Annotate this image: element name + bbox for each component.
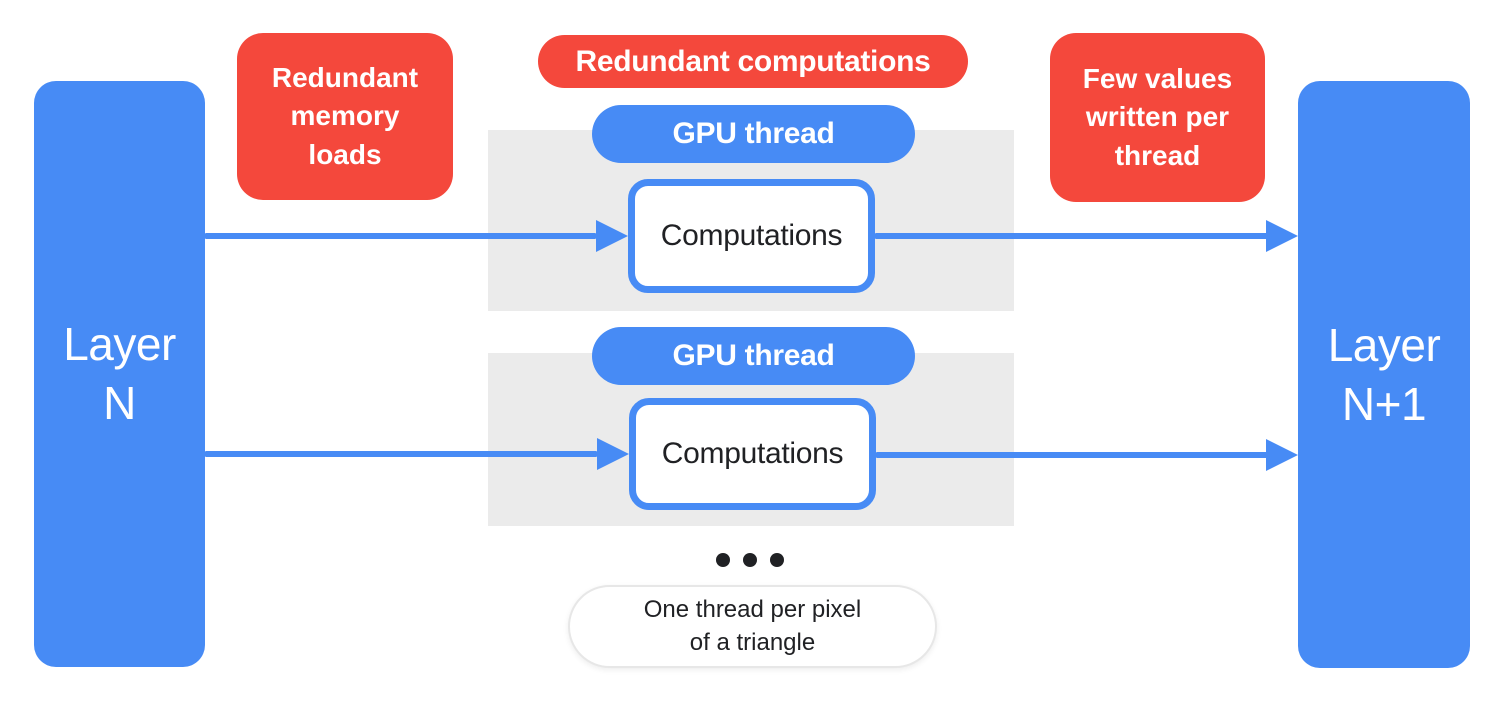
gpu-thread-pill-2: GPU thread xyxy=(592,327,915,385)
ellipsis-icon xyxy=(716,553,784,567)
note-redundant-memory-loads: Redundant memory loads xyxy=(237,33,453,200)
layer-n-box: Layer N xyxy=(34,81,205,667)
arrow-head-icon xyxy=(1266,439,1298,471)
computations-box-2-label: Computations xyxy=(661,437,844,470)
footnote-label: One thread per pixel of a triangle xyxy=(643,596,862,656)
note-few-values-written: Few values written per thread xyxy=(1050,33,1265,202)
computations-box-1-label: Computations xyxy=(660,219,843,252)
computations-box-1: Computations xyxy=(628,179,875,293)
arrow-head-icon xyxy=(1266,220,1298,252)
arrow-line-top-left xyxy=(205,233,596,239)
arrow-line-bottom-left xyxy=(205,451,597,457)
arrow-head-icon xyxy=(597,438,629,470)
footnote-pill: One thread per pixel of a triangle xyxy=(568,585,937,668)
arrow-head-icon xyxy=(596,220,628,252)
ellipsis-dot xyxy=(770,553,784,567)
arrow-line-top-right xyxy=(875,233,1268,239)
gpu-thread-pill-1-label: GPU thread xyxy=(672,117,835,150)
gpu-thread-pill-2-label: GPU thread xyxy=(672,339,835,372)
arrow-line-bottom-right xyxy=(876,452,1268,458)
note-redundant-computations: Redundant computations xyxy=(538,35,968,88)
layer-n-plus-1-label: Layer N+1 xyxy=(1327,318,1441,430)
layer-n-plus-1-box: Layer N+1 xyxy=(1298,81,1470,668)
ellipsis-dot xyxy=(743,553,757,567)
layer-n-label: Layer N xyxy=(63,318,176,429)
note-redundant-computations-label: Redundant computations xyxy=(575,44,931,78)
computations-box-2: Computations xyxy=(629,398,876,510)
ellipsis-dot xyxy=(716,553,730,567)
note-few-values-written-label: Few values written per thread xyxy=(1082,63,1233,171)
gpu-thread-pill-1: GPU thread xyxy=(592,105,915,163)
note-redundant-memory-loads-label: Redundant memory loads xyxy=(271,62,419,170)
